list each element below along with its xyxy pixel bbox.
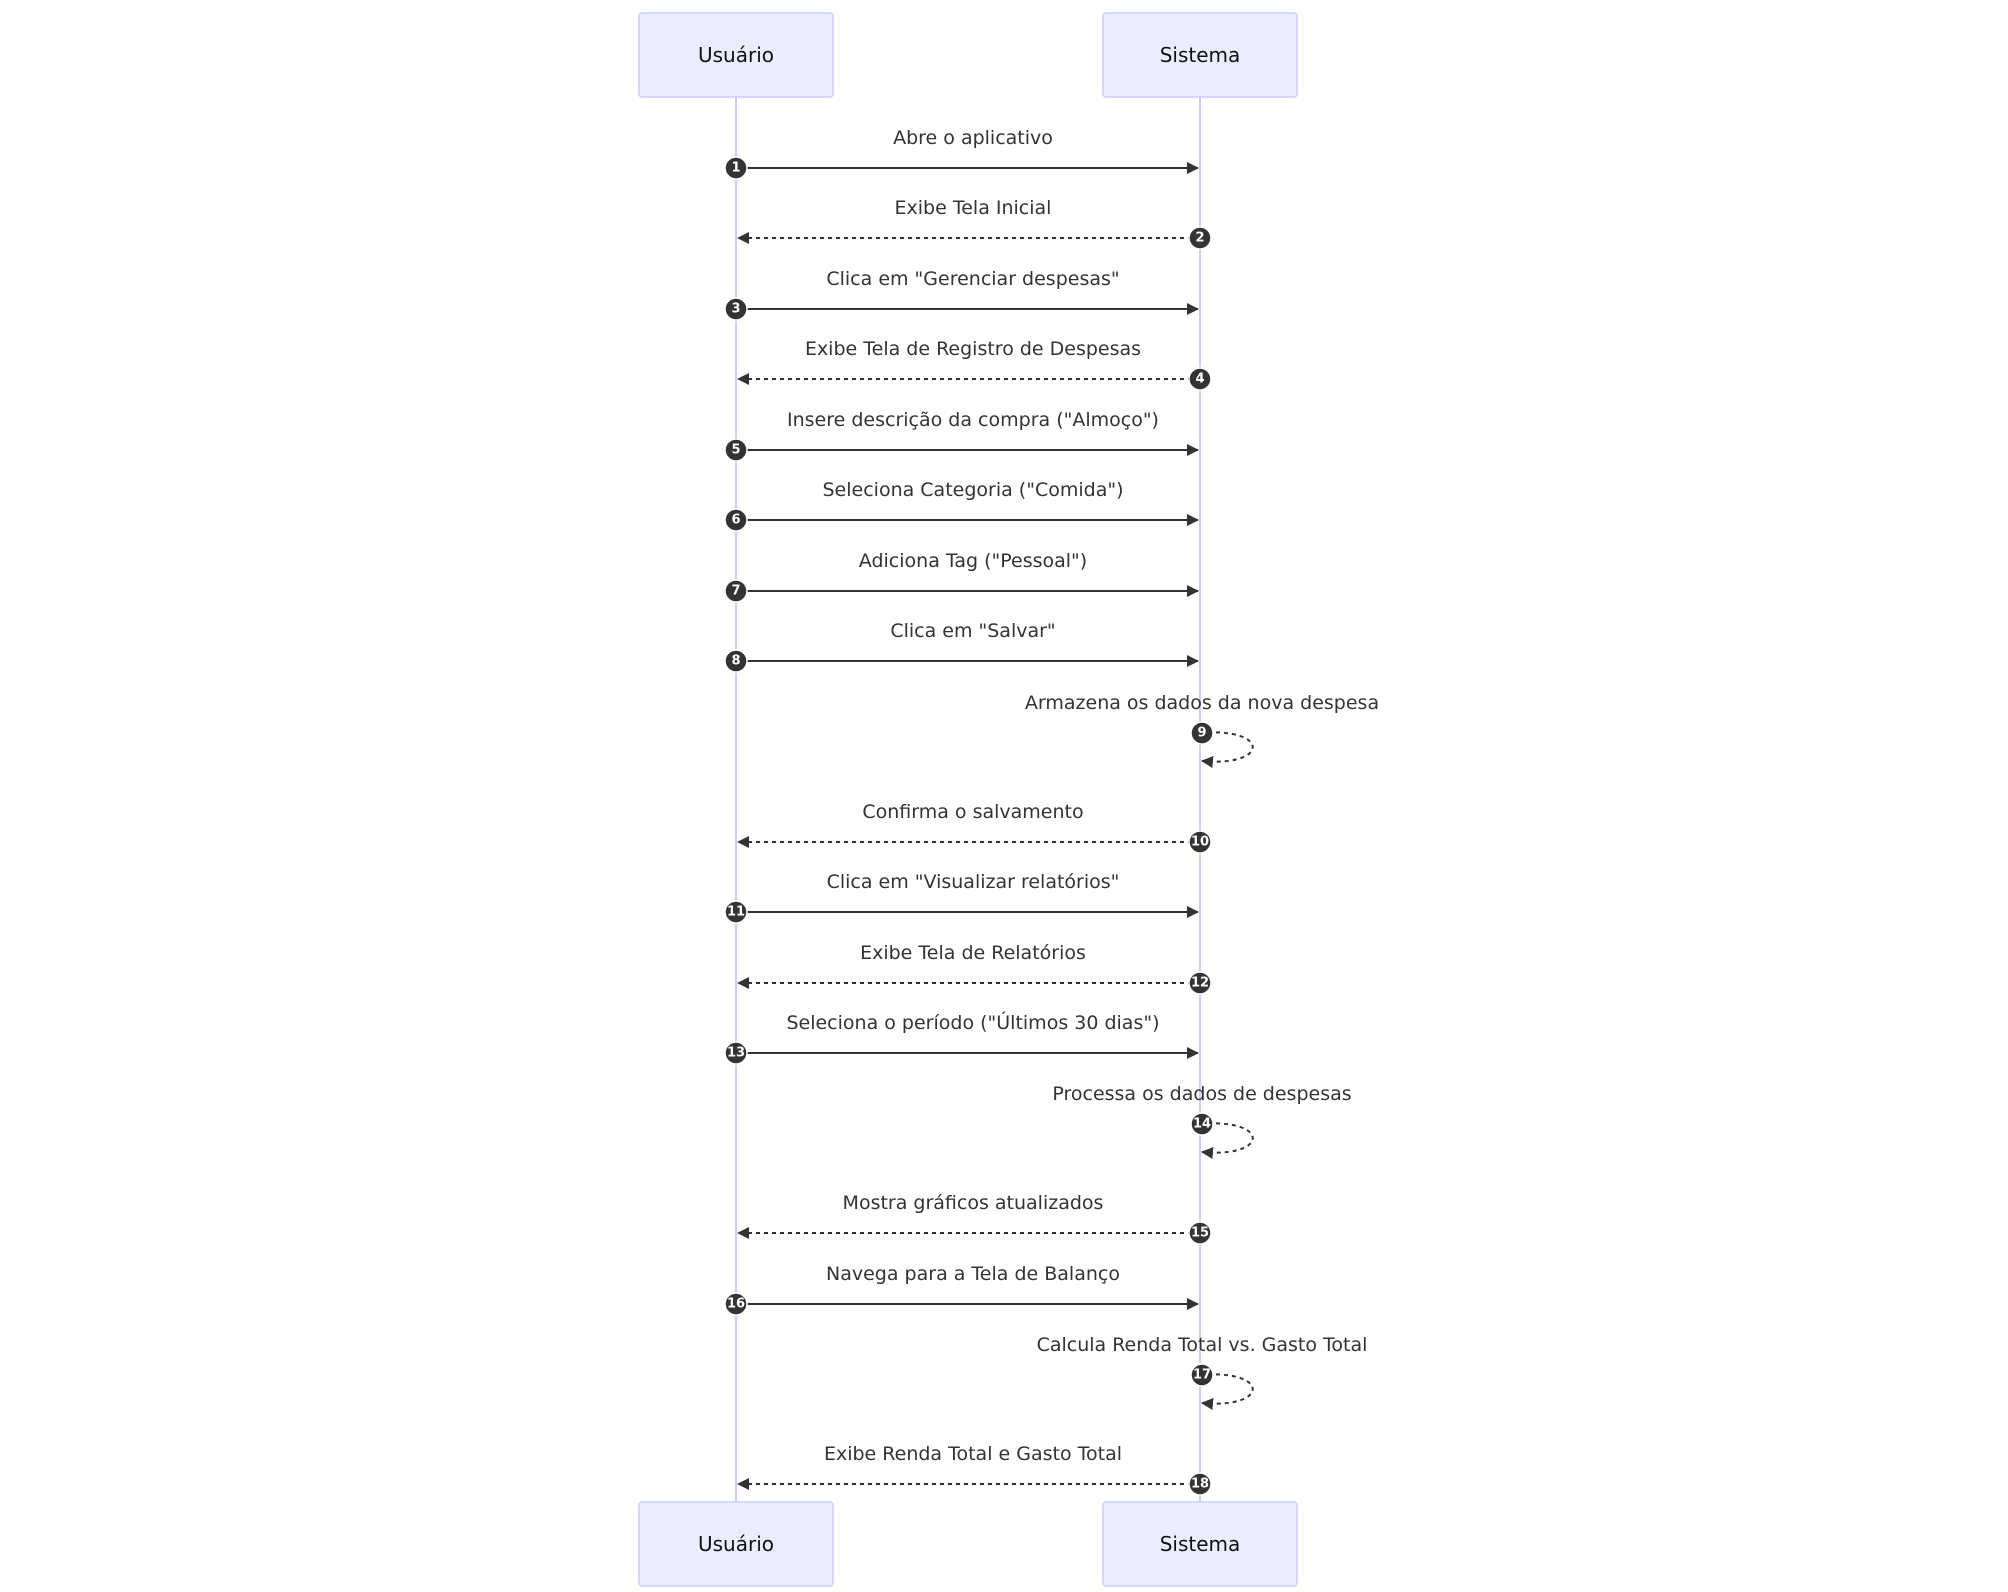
- sequence-number: 5: [731, 443, 740, 458]
- message-label: Exibe Tela de Relatórios: [860, 942, 1086, 964]
- message-5: Insere descrição da compra ("Almoço") 5: [724, 409, 1199, 462]
- sequence-number-badge: [724, 508, 748, 532]
- sequence-number: 9: [1197, 726, 1206, 741]
- actor-label-system: Sistema: [1160, 1532, 1241, 1556]
- message-1: Abre o aplicativo 1: [724, 127, 1199, 180]
- message-label: Clica em "Salvar": [890, 620, 1055, 642]
- sequence-number: 3: [731, 302, 740, 317]
- sequence-number-badge: [724, 156, 748, 180]
- message-label: Confirma o salvamento: [862, 801, 1083, 823]
- lifelines: [735, 97, 1201, 1502]
- message-label: Calcula Renda Total vs. Gasto Total: [1037, 1334, 1368, 1356]
- sequence-number: 12: [1191, 976, 1209, 991]
- message-label: Adiciona Tag ("Pessoal"): [859, 550, 1087, 572]
- sequence-number-badge: [724, 297, 748, 321]
- message-4: Exibe Tela de Registro de Despesas 4: [737, 338, 1212, 391]
- message-label: Exibe Tela Inicial: [895, 197, 1052, 219]
- sequence-number-badge: [724, 1041, 748, 1065]
- message-10: Confirma o salvamento 10: [737, 801, 1212, 854]
- message-label: Seleciona o período ("Últimos 30 dias"): [786, 1010, 1159, 1034]
- sequence-number: 15: [1191, 1226, 1209, 1241]
- sequence-number-badge: [724, 900, 748, 924]
- message-label: Insere descrição da compra ("Almoço"): [787, 409, 1159, 431]
- sequence-number-badge: [1188, 226, 1212, 250]
- message-label: Seleciona Categoria ("Comida"): [823, 479, 1124, 501]
- sequence-number: 10: [1191, 835, 1209, 850]
- message-17: Calcula Renda Total vs. Gasto Total 17: [1037, 1334, 1368, 1410]
- actor-box-system-bottom: Sistema: [1102, 1501, 1298, 1587]
- actor-label-user: Usuário: [698, 43, 774, 67]
- sequence-number-badge: [1188, 1472, 1212, 1496]
- sequence-number-badge: [724, 579, 748, 603]
- sequence-number: 2: [1195, 231, 1204, 246]
- message-label: Processa os dados de despesas: [1052, 1083, 1351, 1105]
- message-7: Adiciona Tag ("Pessoal") 7: [724, 550, 1199, 603]
- message-14: Processa os dados de despesas 14: [1052, 1083, 1352, 1159]
- actor-label-system: Sistema: [1160, 43, 1241, 67]
- actor-box-user-top: Usuário: [638, 12, 834, 98]
- message-9: Armazena os dados da nova despesa 9: [1025, 692, 1379, 768]
- message-label: Exibe Tela de Registro de Despesas: [805, 338, 1141, 360]
- actor-box-user-bottom: Usuário: [638, 1501, 834, 1587]
- message-2: Exibe Tela Inicial 2: [737, 197, 1212, 250]
- sequence-number: 18: [1191, 1477, 1209, 1492]
- message-6: Seleciona Categoria ("Comida") 6: [724, 479, 1199, 532]
- sequence-number: 1: [731, 161, 740, 176]
- sequence-number-badge: [1190, 1112, 1214, 1136]
- self-message-arrow: [1199, 731, 1254, 768]
- sequence-number-badge: [1190, 721, 1214, 745]
- sequence-number: 6: [731, 513, 740, 528]
- message-3: Clica em "Gerenciar despesas" 3: [724, 268, 1199, 321]
- self-message-arrow: [1199, 1122, 1254, 1159]
- sequence-number-badge: [1188, 367, 1212, 391]
- sequence-number-badge: [1190, 1363, 1214, 1387]
- sequence-number: 14: [1193, 1117, 1211, 1132]
- message-12: Exibe Tela de Relatórios 12: [737, 942, 1212, 995]
- actor-box-system-top: Sistema: [1102, 12, 1298, 98]
- message-label: Mostra gráficos atualizados: [843, 1192, 1104, 1214]
- sequence-number: 7: [731, 584, 740, 599]
- message-label: Clica em "Gerenciar despesas": [826, 268, 1119, 290]
- self-message-arrow: [1199, 1373, 1254, 1410]
- sequence-number-badge: [1188, 830, 1212, 854]
- message-label: Clica em "Visualizar relatórios": [827, 871, 1120, 893]
- message-label: Navega para a Tela de Balanço: [826, 1263, 1120, 1285]
- message-label: Exibe Renda Total e Gasto Total: [824, 1443, 1122, 1465]
- sequence-number-badge: [724, 438, 748, 462]
- message-8: Clica em "Salvar" 8: [724, 620, 1199, 673]
- message-11: Clica em "Visualizar relatórios" 11: [724, 871, 1199, 924]
- message-18: Exibe Renda Total e Gasto Total 18: [737, 1443, 1212, 1496]
- message-label: Armazena os dados da nova despesa: [1025, 692, 1379, 714]
- message-13: Seleciona o período ("Últimos 30 dias") 1…: [724, 1010, 1199, 1065]
- sequence-number-badge: [1188, 1221, 1212, 1245]
- sequence-number: 16: [727, 1297, 745, 1312]
- sequence-number: 11: [727, 905, 745, 920]
- sequence-number: 13: [727, 1046, 745, 1061]
- actor-label-user: Usuário: [698, 1532, 774, 1556]
- sequence-number: 17: [1193, 1368, 1211, 1383]
- sequence-number: 8: [731, 654, 740, 669]
- message-16: Navega para a Tela de Balanço 16: [724, 1263, 1199, 1316]
- message-label: Abre o aplicativo: [893, 127, 1053, 149]
- sequence-number-badge: [724, 649, 748, 673]
- sequence-number-badge: [1188, 971, 1212, 995]
- message-15: Mostra gráficos atualizados 15: [737, 1192, 1212, 1245]
- sequence-number: 4: [1195, 372, 1204, 387]
- sequence-number-badge: [724, 1292, 748, 1316]
